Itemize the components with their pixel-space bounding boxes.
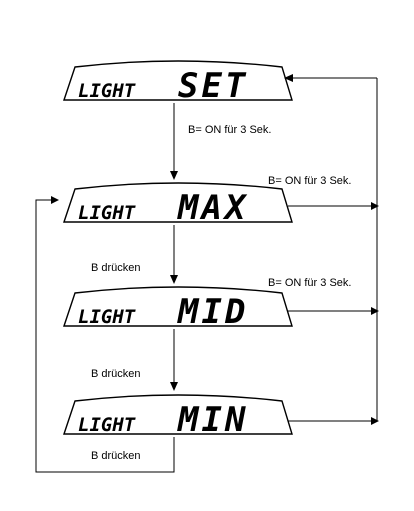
display-min: LIGHT MIN — [63, 394, 293, 440]
display-min-prefix: LIGHT — [78, 414, 136, 436]
label-max-to-set: B= ON für 3 Sek. — [268, 175, 351, 187]
display-max-mode: MAX — [177, 188, 248, 228]
display-set: LIGHT SET — [63, 60, 293, 106]
loop-min-to-max — [35, 196, 175, 473]
label-mid-to-set: B= ON für 3 Sek. — [268, 277, 351, 289]
arrow-mid-to-bus — [288, 307, 379, 315]
display-set-mode: SET — [178, 66, 248, 106]
label-max-to-mid: B drücken — [91, 262, 141, 274]
display-mid: LIGHT MID — [63, 286, 293, 332]
display-mid-frame — [63, 286, 293, 327]
label-min-to-max: B drücken — [91, 450, 141, 462]
arrow-max-to-bus — [288, 202, 379, 210]
display-max: LIGHT MAX — [63, 182, 293, 228]
display-mid-mode: MID — [177, 292, 248, 332]
arrow-set-to-max — [170, 103, 178, 180]
display-set-prefix: LIGHT — [78, 80, 136, 102]
display-max-frame — [63, 182, 293, 223]
label-mid-to-min: B drücken — [91, 368, 141, 380]
arrow-mid-to-min — [170, 329, 178, 391]
return-bus-to-set — [284, 74, 378, 421]
display-min-mode: MIN — [177, 400, 248, 440]
display-min-frame — [63, 394, 293, 435]
arrow-min-to-bus — [288, 417, 379, 425]
arrow-max-to-mid — [170, 225, 178, 284]
display-max-prefix: LIGHT — [78, 202, 136, 224]
display-set-frame — [63, 60, 293, 101]
display-mid-prefix: LIGHT — [78, 306, 136, 328]
label-set-to-max: B= ON für 3 Sek. — [188, 124, 271, 136]
